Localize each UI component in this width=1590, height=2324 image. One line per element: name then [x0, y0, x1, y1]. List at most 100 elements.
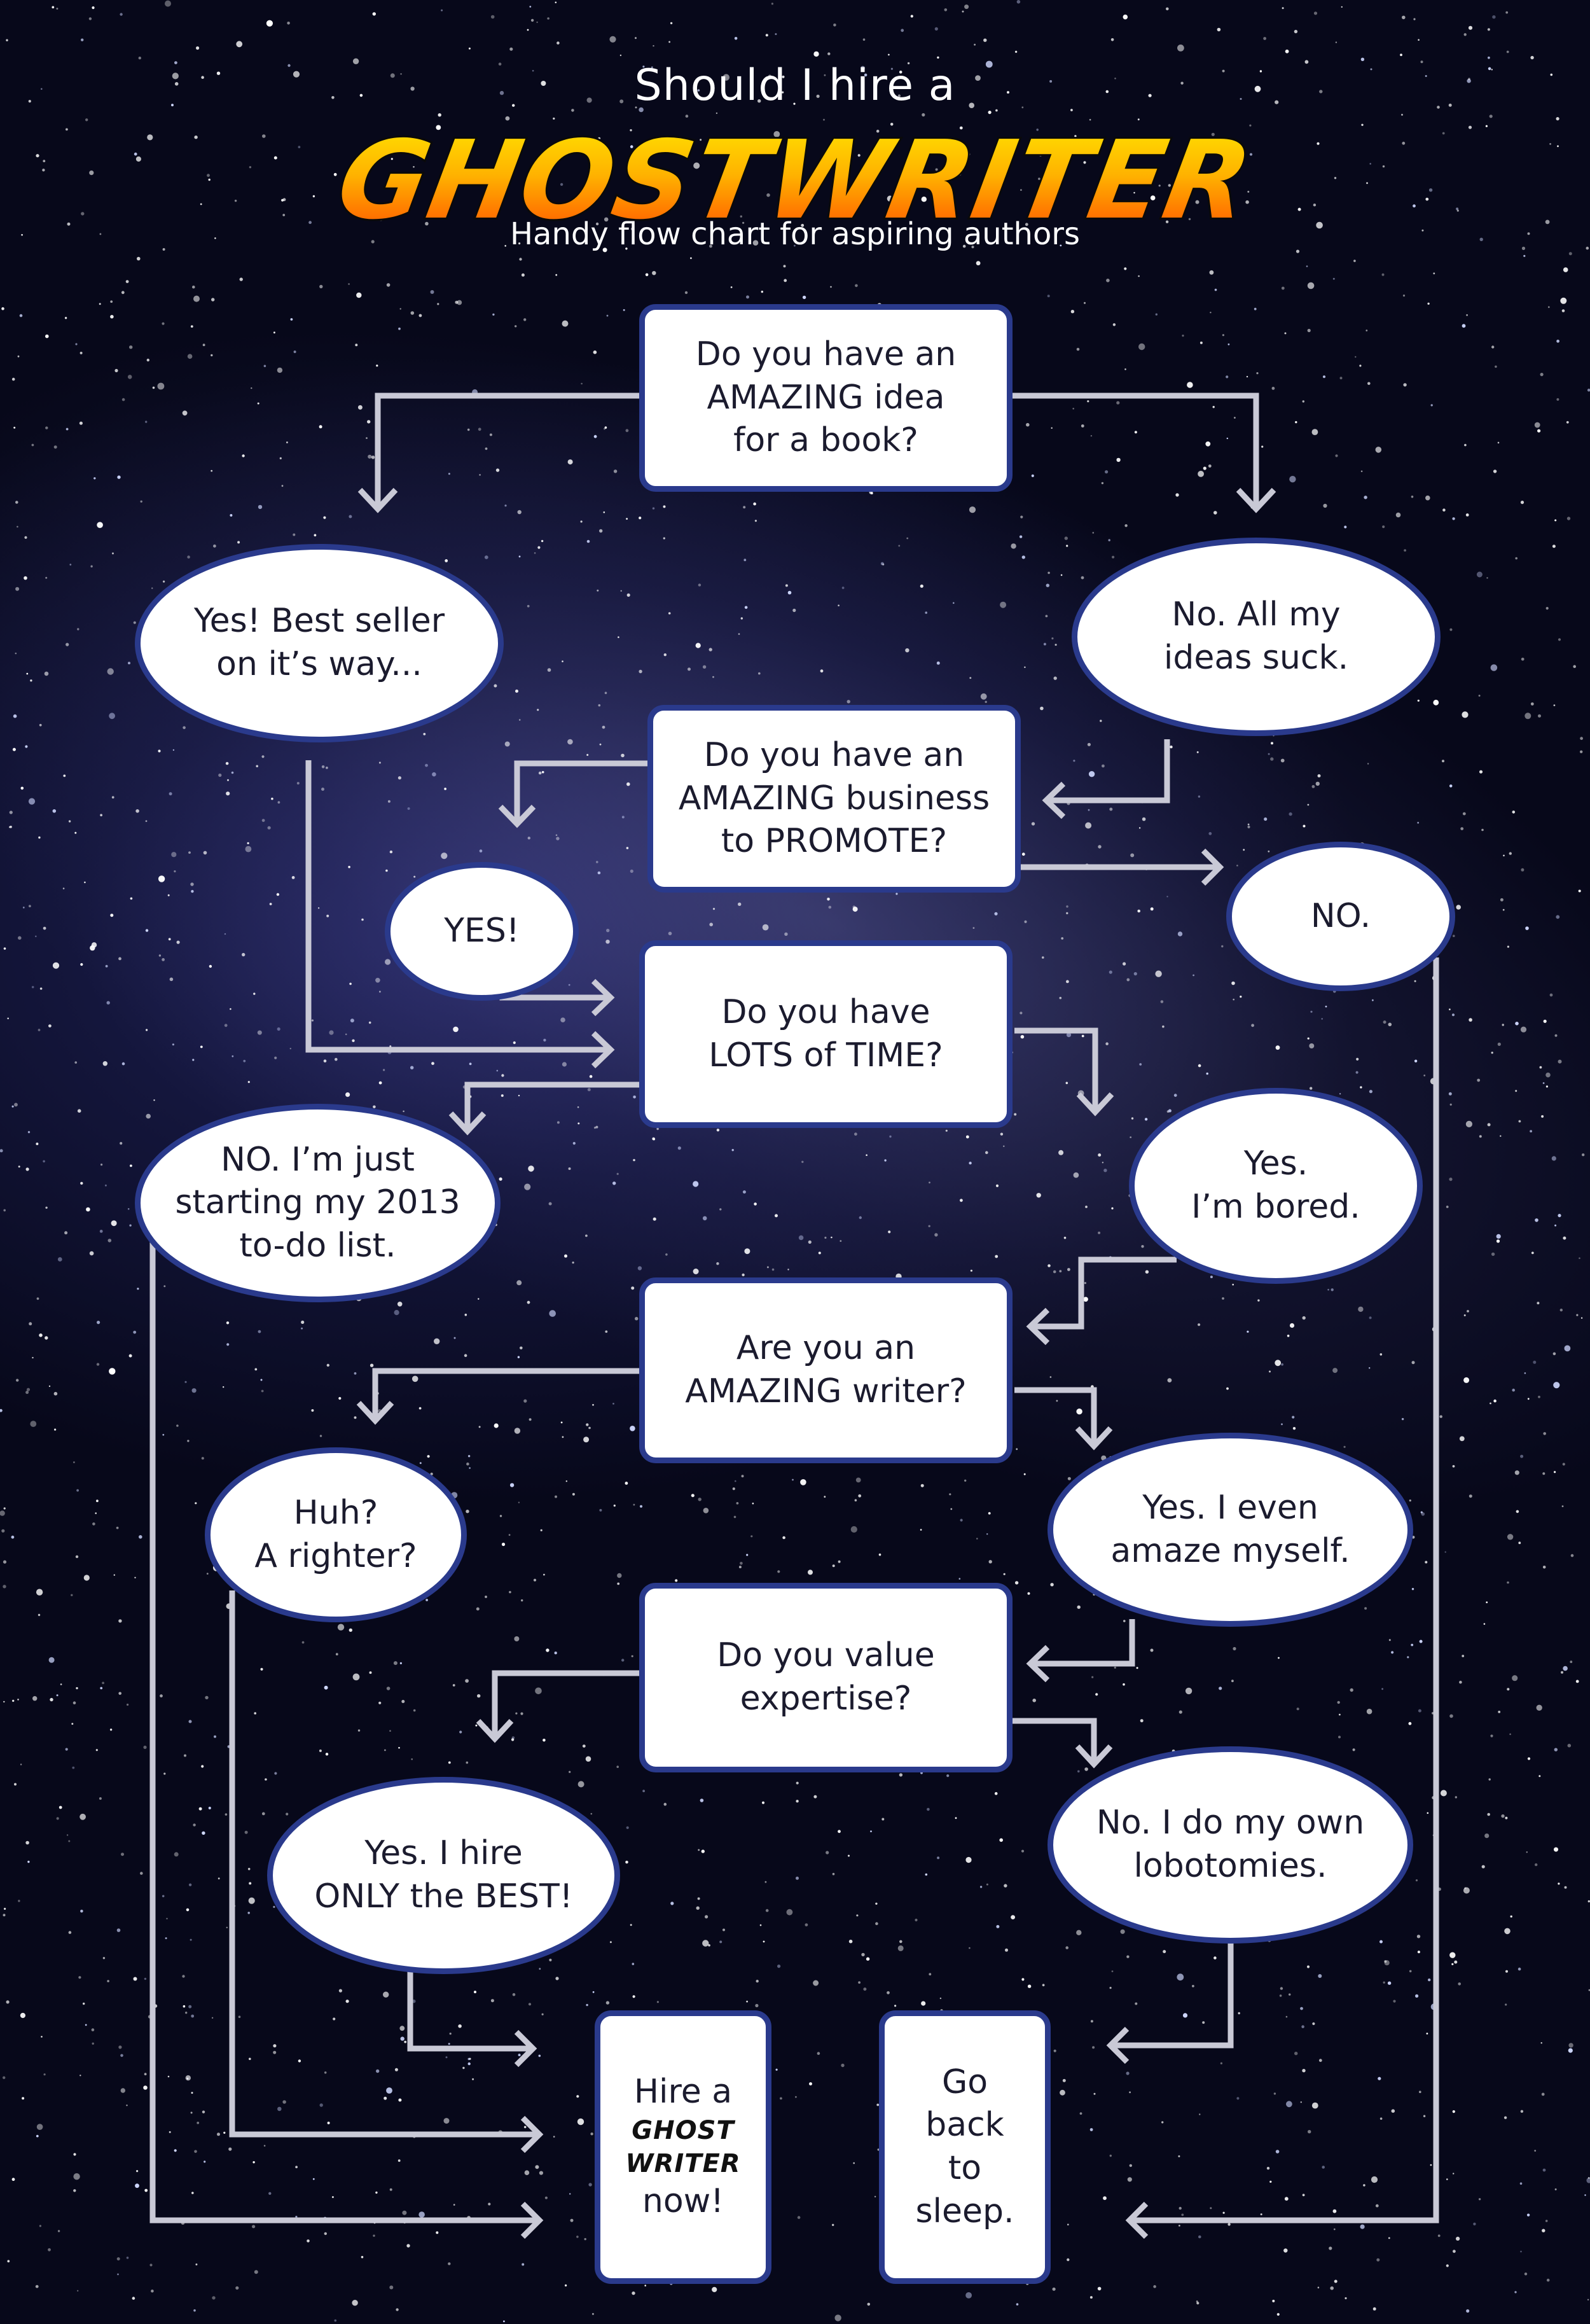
star: [736, 1502, 739, 1505]
star: [355, 344, 358, 347]
arrow-writer-amaze-head: [1075, 1426, 1113, 1451]
star: [1304, 60, 1309, 64]
star: [1466, 2309, 1470, 2313]
star: [249, 166, 252, 169]
star: [1234, 417, 1236, 419]
star: [1036, 1193, 1041, 1198]
star: [744, 606, 748, 609]
star: [1448, 1092, 1452, 1096]
star: [1020, 515, 1023, 518]
star: [65, 1748, 68, 1751]
star: [1364, 496, 1367, 499]
star: [425, 1599, 428, 1601]
star: [635, 1317, 639, 1321]
star: [385, 869, 388, 872]
star: [18, 1165, 20, 1168]
star: [619, 54, 622, 57]
question-amazing-writer: Are you an AMAZING writer?: [639, 1277, 1013, 1463]
star: [72, 1766, 75, 1769]
star: [985, 1151, 988, 1154]
star: [734, 37, 738, 40]
star: [357, 405, 363, 410]
star: [1426, 2033, 1428, 2035]
star: [287, 64, 291, 67]
star: [361, 918, 364, 921]
star: [863, 1987, 867, 1991]
star: [534, 552, 536, 554]
star: [1505, 1816, 1508, 1820]
star: [13, 714, 17, 718]
star: [1316, 221, 1323, 229]
star: [818, 1251, 821, 1255]
star: [775, 33, 777, 36]
star: [22, 2097, 25, 2100]
star: [565, 1480, 567, 1482]
star: [90, 945, 95, 951]
star: [738, 633, 740, 635]
end-hire-line4: now!: [642, 2182, 724, 2220]
star: [109, 1729, 113, 1731]
star: [1503, 854, 1505, 857]
star: [1578, 889, 1581, 893]
star: [217, 2133, 220, 2136]
star: [85, 2024, 87, 2026]
star: [1120, 1929, 1125, 1934]
star: [1047, 1264, 1051, 1267]
star: [290, 318, 293, 321]
star: [537, 546, 541, 549]
star: [1283, 2248, 1288, 2253]
star: [1000, 1132, 1004, 1136]
star: [1369, 1090, 1372, 1094]
star: [1180, 81, 1184, 85]
star: [36, 154, 39, 158]
star: [1098, 1231, 1101, 1234]
star: [1335, 454, 1338, 457]
star: [261, 1389, 264, 1393]
star: [24, 536, 27, 539]
star: [1268, 850, 1270, 852]
star: [792, 608, 796, 613]
star: [25, 745, 28, 748]
star: [1222, 2211, 1225, 2214]
star: [1366, 1708, 1372, 1715]
star: [158, 749, 161, 753]
star: [668, 612, 671, 615]
star: [897, 1945, 904, 1951]
star: [453, 1337, 456, 1339]
star: [386, 2087, 392, 2094]
star: [349, 515, 352, 518]
star: [936, 212, 938, 216]
star: [1360, 1086, 1362, 1089]
star: [1260, 2213, 1262, 2216]
star: [1021, 1978, 1025, 1981]
star: [523, 1399, 527, 1403]
star: [1126, 1955, 1130, 1958]
star: [585, 1234, 588, 1237]
star: [1085, 1206, 1088, 1208]
star: [556, 1121, 560, 1124]
star: [286, 442, 288, 443]
star: [1284, 2197, 1289, 2201]
arrow-time-bored-head: [1076, 1092, 1114, 1117]
star: [323, 516, 326, 519]
star: [1467, 79, 1471, 83]
star: [521, 1599, 523, 1602]
star: [127, 1208, 130, 1210]
star: [1129, 2091, 1131, 2094]
star: [922, 113, 925, 117]
star: [630, 1426, 635, 1431]
star: [319, 284, 323, 289]
star: [321, 788, 324, 791]
star: [1379, 2117, 1383, 2120]
star: [368, 454, 372, 459]
star: [1317, 774, 1321, 777]
star: [121, 398, 125, 401]
star: [1370, 68, 1372, 71]
star: [1568, 252, 1572, 256]
star: [163, 1772, 166, 1775]
star: [135, 809, 139, 813]
star: [1280, 758, 1285, 763]
star: [1011, 1915, 1015, 1920]
star: [700, 1799, 704, 1802]
star: [373, 2234, 375, 2237]
